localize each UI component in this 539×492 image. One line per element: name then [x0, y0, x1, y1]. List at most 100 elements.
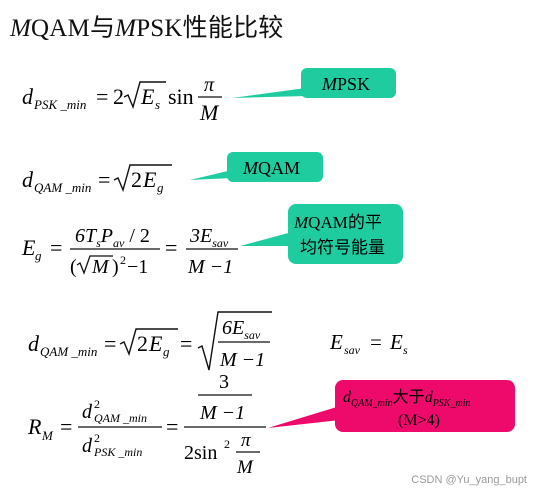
callout-mpsk-pointer	[232, 88, 306, 98]
eq4-rad-sub: g	[163, 344, 170, 359]
callout-mqam: MQAM	[190, 152, 323, 182]
eq4-side-eq: =	[370, 330, 382, 354]
eq4-num-main: 6E	[222, 317, 244, 339]
eq5-top-den: M −1	[199, 402, 245, 424]
eq4-side-rhs-sub: s	[403, 343, 408, 357]
eq4-sqrt-sign-2	[197, 311, 272, 371]
callout-mqam-italic: M	[242, 158, 259, 178]
eq1-eq: =	[96, 84, 108, 109]
callout-ratio-mid: 大于	[393, 388, 425, 406]
callout-energy-line1-text: QAM的平	[308, 213, 382, 232]
eq4-sqrt-sign-1	[119, 328, 178, 357]
eq5-lhs-sub: M	[41, 428, 54, 443]
eq4-lhs: d	[28, 331, 40, 356]
eq1-lhs: d	[22, 84, 34, 109]
callout-mpsk-box	[301, 68, 396, 98]
eq1-coef: 2	[113, 84, 124, 109]
eq3-num1-s: s	[96, 236, 101, 250]
eq4-side-lhs: E	[329, 330, 343, 354]
eq3-den1-m: M	[91, 256, 110, 278]
title-m2: M	[115, 15, 137, 42]
eq4-eq: =	[104, 331, 116, 356]
eq3-num2: 3Esav	[189, 225, 229, 250]
callout-ratio-a-sub: QAM_min	[351, 398, 393, 409]
callout-average-energy: MQAM的平 均符号能量	[240, 204, 403, 264]
callout-ratio: dQAM_min大于dPSK_min (M>4)	[268, 380, 515, 432]
callout-energy-line1: MQAM的平	[293, 213, 382, 232]
callout-energy-box	[288, 204, 403, 264]
eq3-den1-close: )	[112, 256, 119, 278]
eq5-eq: =	[60, 414, 72, 439]
eq5-bot-coef: 2sin	[184, 442, 217, 464]
eq5-bot-num: π	[241, 430, 251, 451]
eq4-rad: E	[148, 331, 163, 356]
equation-ratio: R M = d 2 QAM _min d 2 PSK _min = 3 M −1…	[27, 371, 266, 478]
equation-psk-distance: d PSK _min = 2 E s sin π M	[22, 74, 222, 125]
callout-energy-italic: M	[293, 213, 309, 232]
equation-qam-distance: d QAM _min = 2 E g	[22, 164, 172, 195]
eq5-num: d	[82, 401, 93, 423]
eq2-sqrt-sign	[113, 164, 172, 193]
eq3-num2-main: 3E	[189, 225, 212, 247]
eq3-num1-p: P	[100, 225, 113, 247]
callout-mqam-label: MQAM	[242, 158, 300, 178]
title-text1: QAM与	[31, 15, 116, 42]
eq2-lhs-sub: QAM _min	[34, 180, 91, 195]
eq3-num1-a: 6T	[75, 225, 98, 247]
eq4-eq2: =	[180, 331, 192, 356]
eq3-den1-open: (	[70, 256, 77, 278]
eq4-num-sub: sav	[244, 328, 261, 342]
eq2-lhs: d	[22, 167, 34, 192]
eq5-lhs: R	[27, 414, 42, 439]
eq2-rad: E	[142, 167, 157, 192]
eq3-eq: =	[50, 235, 62, 260]
eq5-num-sup: 2	[94, 397, 100, 411]
callout-mpsk-text: PSK	[337, 74, 370, 94]
callout-ratio-box	[335, 380, 515, 432]
eq4-rad-coef: 2	[137, 331, 148, 356]
eq1-den: M	[199, 100, 220, 125]
callout-energy-line2: 均符号能量	[300, 238, 385, 257]
callout-mqam-pointer	[190, 170, 232, 180]
eq5-num-sub: QAM _min	[94, 411, 147, 425]
eq4-num: 6Esav	[222, 317, 261, 342]
callout-ratio-pointer	[268, 406, 340, 428]
callout-ratio-line2: (M>4)	[398, 412, 440, 429]
callout-ratio-a: d	[343, 389, 352, 406]
equation-average-energy: E g = 6TsPav / 2 ( M ) 2 −1 = 3Esav M −1	[21, 225, 238, 278]
eq3-num1: 6TsPav / 2	[75, 225, 150, 250]
callout-ratio-line1: dQAM_min大于dPSK_min	[343, 388, 470, 409]
eq3-num1-av: av	[113, 236, 125, 250]
eq1-sqrt-sign	[123, 81, 166, 110]
callout-ratio-b-sub: PSK_min	[432, 398, 471, 409]
callout-ratio-b: d	[425, 389, 434, 406]
callout-mpsk-italic: M	[321, 74, 338, 94]
page-title: MQAM与MPSK性能比较	[10, 8, 283, 44]
eq3-den1-exp: 2	[120, 253, 126, 267]
eq3-den2: M −1	[187, 256, 233, 278]
eq3-lhs: E	[21, 235, 36, 260]
callout-mqam-text: QAM	[258, 158, 300, 178]
eq3-lhs-sub: g	[35, 248, 42, 263]
eq1-lhs-sub: PSK _min	[33, 97, 86, 112]
title-m1: M	[10, 15, 32, 42]
eq4-den: M −1	[219, 349, 265, 371]
eq2-eq: =	[98, 167, 110, 192]
callout-mpsk-label: MPSK	[321, 74, 370, 94]
equation-qam-distance-expanded: d QAM _min = 2 E g = 6Esav M −1 E sav = …	[28, 311, 408, 371]
eq3-den1-sqrt-sign	[76, 255, 113, 275]
eq1-rad: E	[140, 84, 155, 109]
eq5-eq2: =	[166, 414, 178, 439]
eq5-den: d	[82, 435, 93, 457]
eq5-top: 3	[219, 371, 229, 393]
eq3-num2-sub: sav	[212, 236, 229, 250]
eq2-rad-coef: 2	[131, 167, 142, 192]
eq3-eq2: =	[165, 235, 177, 260]
eq5-bot-den: M	[236, 457, 254, 478]
watermark: CSDN @Yu_yang_bupt	[411, 474, 527, 486]
eq1-rad-sub: s	[155, 97, 160, 112]
eq3-den1-tail: −1	[127, 256, 148, 278]
callout-mqam-box	[227, 152, 323, 182]
eq5-den-sup: 2	[94, 431, 100, 445]
